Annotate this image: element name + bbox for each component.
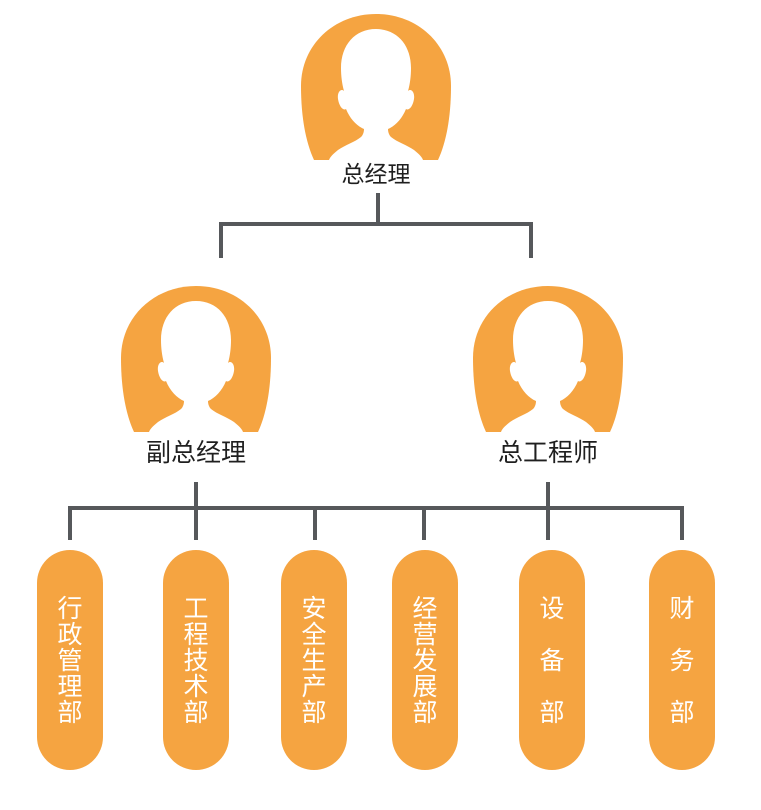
person-avatar-icon	[121, 286, 271, 432]
node-deputy-general-manager	[121, 286, 271, 432]
connector-dept-stub-1	[68, 506, 72, 540]
connector-level2-bar	[219, 222, 533, 226]
node-title-deputy-general-manager: 副总经理	[145, 439, 246, 467]
connector-chief-drop	[546, 482, 550, 540]
connector-dept-stub-3	[313, 506, 317, 540]
connector-level2-left-stub	[219, 222, 223, 258]
dept-label: 工程技术部	[183, 595, 209, 727]
node-title-chief-engineer: 总工程师	[497, 439, 598, 467]
connector-level2-right-stub	[529, 222, 533, 258]
dept-pill-business-development: 经营发展部	[392, 550, 458, 770]
dept-label: 行政管理部	[57, 595, 83, 727]
node-chief-engineer	[473, 286, 623, 432]
connector-dept-stub-6	[680, 506, 684, 540]
dept-pill-finance: 财务部	[649, 550, 715, 770]
person-avatar-icon	[473, 286, 623, 432]
dept-pill-safety: 安全生产部	[281, 550, 347, 770]
dept-pill-equipment: 设备部	[519, 550, 585, 770]
dept-label: 财务部	[669, 595, 695, 727]
dept-pill-administration: 行政管理部	[37, 550, 103, 770]
connector-dept-bar	[68, 506, 684, 510]
dept-label: 经营发展部	[412, 595, 438, 727]
connector-dept-stub-4	[422, 506, 426, 540]
node-title-general-manager: 总经理	[341, 161, 411, 187]
dept-label: 设备部	[539, 595, 565, 727]
connector-deputy-drop	[194, 482, 198, 540]
connector-root-drop	[376, 193, 380, 226]
node-general-manager	[301, 14, 451, 160]
dept-label: 安全生产部	[301, 595, 327, 727]
person-avatar-icon	[301, 14, 451, 160]
dept-pill-engineering: 工程技术部	[163, 550, 229, 770]
